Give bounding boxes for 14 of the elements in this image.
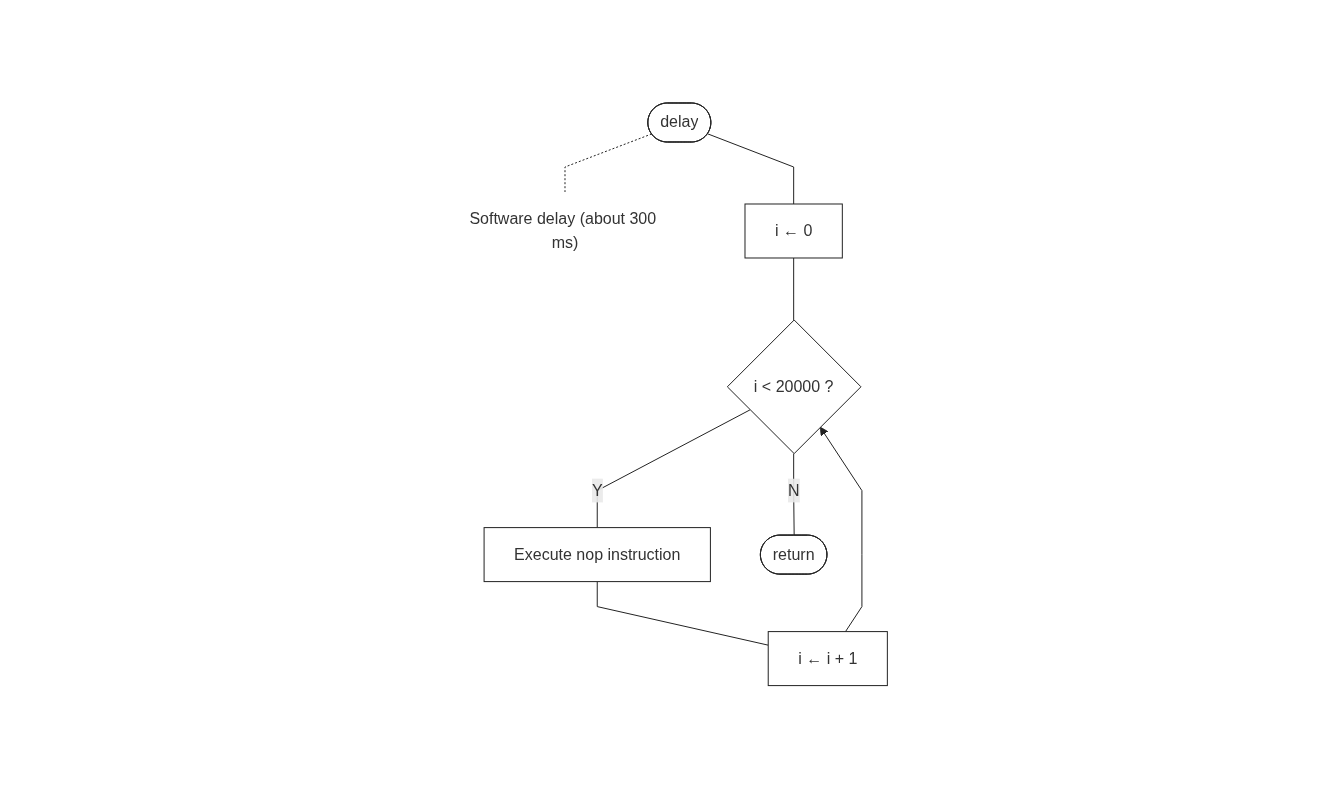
connector <box>792 257 794 321</box>
arrow <box>819 426 863 633</box>
connector <box>564 133 652 193</box>
node-box: i ← 0 <box>744 203 843 259</box>
connector <box>792 453 795 537</box>
connector <box>596 581 769 646</box>
edge-label: Y <box>591 481 603 499</box>
edge-label: N <box>787 481 800 499</box>
connector <box>707 133 794 205</box>
node-box: Execute nop instruction <box>483 527 711 583</box>
node-box: i ← i + 1 <box>767 631 888 687</box>
node-diamond: i < 20000 ? <box>726 319 862 455</box>
node-text: Software delay (about 300 ms) <box>469 210 656 252</box>
connector <box>596 409 751 529</box>
